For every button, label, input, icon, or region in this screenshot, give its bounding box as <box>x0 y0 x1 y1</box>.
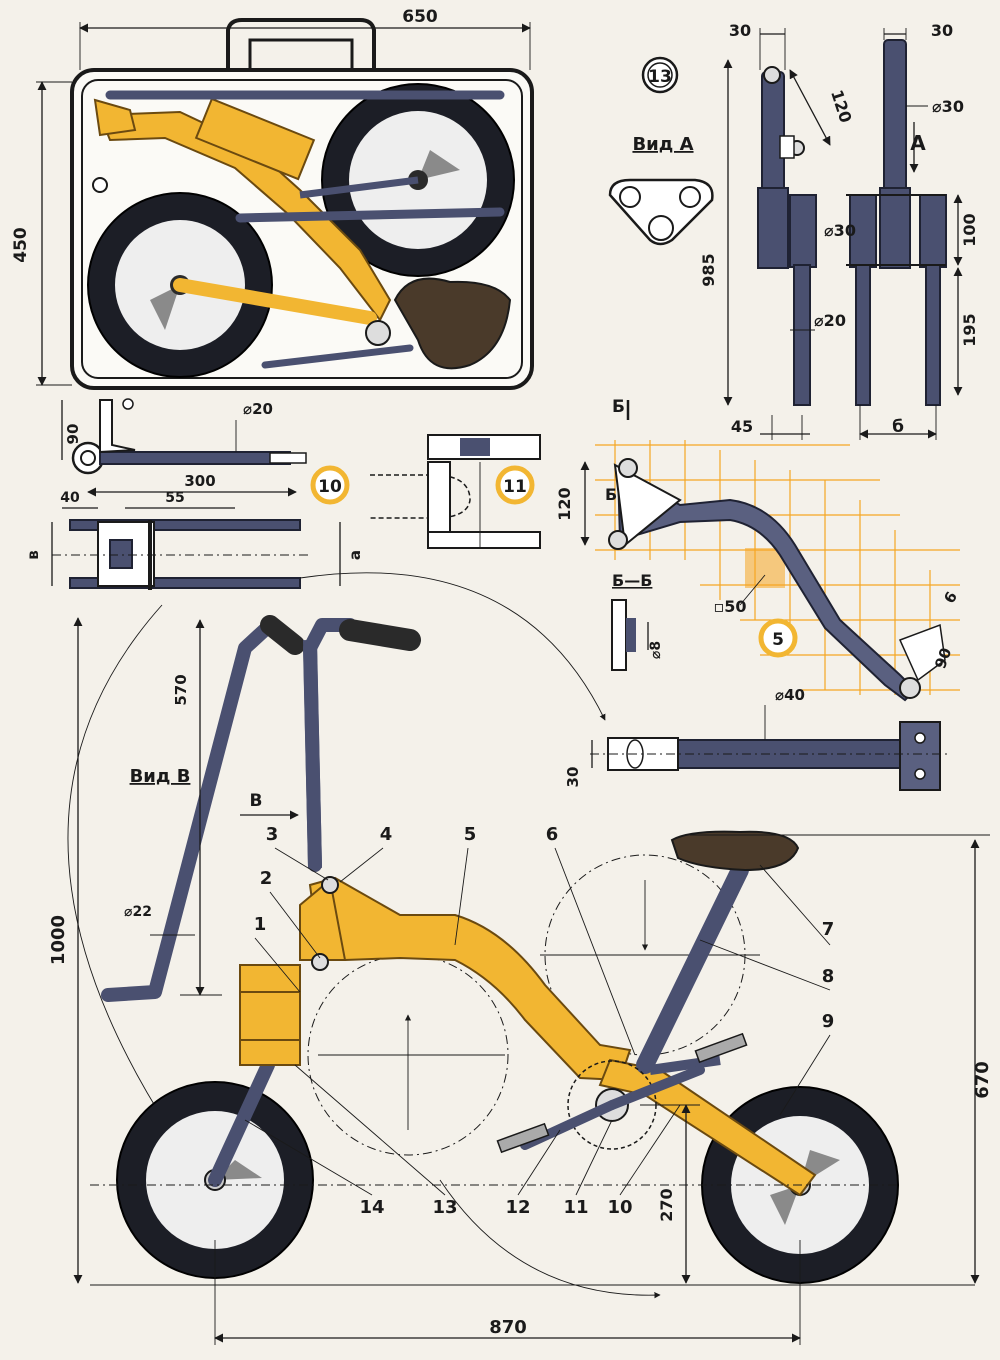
dim-fork-120: 120 <box>827 87 855 125</box>
dim-bike-1000: 1000 <box>48 915 69 965</box>
dim-fork-d20: ⌀20 <box>814 311 846 330</box>
dim-part10-300: 300 <box>184 472 215 490</box>
part-label-8: 8 <box>822 966 835 987</box>
dim-part10-55: 55 <box>165 490 184 506</box>
dim-part5-6: 6 <box>940 588 961 606</box>
part-label-9: 9 <box>822 1011 835 1032</box>
label-view-v: Вид В <box>130 766 191 787</box>
dim-case-width: 650 <box>402 7 438 27</box>
dim-fork-30-left: 30 <box>729 21 751 40</box>
label-section-b-top: Б <box>612 397 625 417</box>
head-tube <box>239 964 301 1066</box>
callout-11: 11 <box>503 477 527 497</box>
dim-handle-570: 570 <box>172 674 190 705</box>
dim-fork-985: 985 <box>699 253 718 286</box>
part-label-7: 7 <box>822 919 835 940</box>
dim-part10-40: 40 <box>60 490 80 506</box>
part10-detail: 90 ⌀20 300 40 55 в а 10 <box>24 398 364 590</box>
part-label-2: 2 <box>260 868 273 889</box>
dim-part10-a: а <box>346 550 364 560</box>
label-section-bb: Б—Б <box>612 571 652 590</box>
dim-fork-30-right: 30 <box>931 21 953 40</box>
part-label-6: 6 <box>546 824 559 845</box>
dim-case-height: 450 <box>11 227 31 263</box>
dim-tube-30: 30 <box>564 767 582 788</box>
part-label-12: 12 <box>505 1197 530 1218</box>
part-label-3: 3 <box>266 824 279 845</box>
part-callouts: 1 2 3 4 5 6 7 8 9 10 11 12 13 14 <box>244 824 835 1218</box>
label-section-b-mid: Б <box>605 485 617 504</box>
dim-handle-d22: ⌀22 <box>124 904 152 920</box>
dim-part10-90: 90 <box>64 424 82 445</box>
part-label-4: 4 <box>380 824 393 845</box>
suitcase-view: 650 450 <box>11 7 534 390</box>
dim-fork-195: 195 <box>960 313 979 346</box>
fork-detail: 13 Вид А 30 30 120 ⌀30 <box>608 21 979 440</box>
dim-bike-270: 270 <box>657 1188 676 1221</box>
label-view-a: Вид А <box>632 134 693 155</box>
dim-fork-100: 100 <box>960 213 979 246</box>
saddle <box>670 830 800 872</box>
part-label-13: 13 <box>432 1197 457 1218</box>
handlebar-detail: Вид В 570 ⌀22 <box>101 615 421 1002</box>
main-frame-part5 <box>308 876 632 1082</box>
part-label-5: 5 <box>464 824 477 845</box>
dim-part10-v: в <box>24 550 42 560</box>
part5-detail: Б Б 120 ▫50 6 90 5 Б—Б ⌀8 <box>555 397 961 702</box>
dim-fork-45: 45 <box>731 417 753 436</box>
dim-part10-d20: ⌀20 <box>243 400 273 418</box>
dim-fork-d30-top: ⌀30 <box>932 97 964 116</box>
label-arrow-v: В <box>250 791 263 811</box>
part-label-10: 10 <box>607 1197 632 1218</box>
dim-part5-sq50: ▫50 <box>713 597 746 616</box>
label-arrow-a: А <box>910 131 926 155</box>
tube-detail: ⌀40 30 <box>564 686 950 791</box>
packed-saddle <box>393 277 512 370</box>
part-label-1: 1 <box>254 914 267 935</box>
part-label-14: 14 <box>359 1197 384 1218</box>
dim-tube-d40: ⌀40 <box>775 686 805 704</box>
callout-5: 5 <box>772 630 784 650</box>
part11-detail: 11 <box>370 434 541 549</box>
dim-bike-670: 670 <box>972 1061 993 1099</box>
dim-fork-d30-mid: ⌀30 <box>824 221 856 240</box>
part-label-11: 11 <box>563 1197 588 1218</box>
callout-10: 10 <box>318 477 342 497</box>
dim-fork-b: б <box>892 417 904 437</box>
dim-bike-870: 870 <box>489 1317 527 1338</box>
dim-part5-120: 120 <box>555 487 574 520</box>
dim-section-d8: ⌀8 <box>648 641 664 659</box>
callout-13: 13 <box>648 67 672 87</box>
